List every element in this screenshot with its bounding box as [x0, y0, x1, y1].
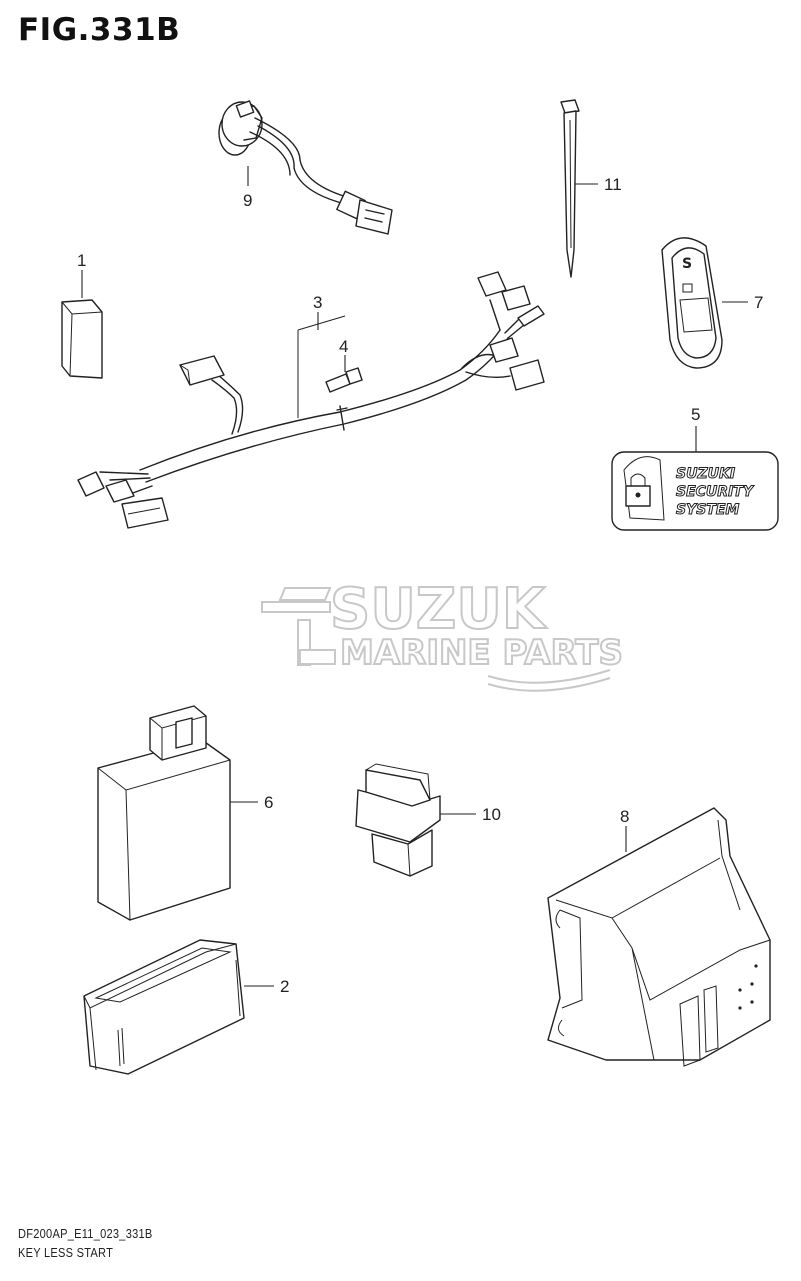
lock-icon	[625, 473, 651, 507]
watermark-line2: MARINE PARTS	[340, 633, 623, 673]
callout-10: 10	[482, 805, 501, 824]
part-9-sensor-lead	[218, 100, 393, 235]
part-10-switch	[355, 763, 441, 877]
callout-1: 1	[77, 251, 86, 270]
callout-4: 4	[339, 337, 348, 356]
watermark-line1: SUZUK	[330, 577, 548, 642]
callout-11: 11	[604, 175, 622, 194]
figure-title: FIG.331B	[18, 12, 181, 48]
callout-6: 6	[264, 793, 273, 812]
part-2-case	[83, 939, 245, 1075]
callout-3: 3	[313, 293, 322, 312]
callout-8: 8	[620, 807, 629, 826]
emblem-line2: SECURITY	[676, 484, 755, 500]
callout-2: 2	[280, 977, 289, 996]
callout-9: 9	[243, 191, 252, 210]
footer-figure-code: DF200AP_E11_023_331B	[18, 1226, 153, 1241]
part-8-bracket	[547, 807, 771, 1067]
part-5-security-emblem: SUZUKI SECURITY SYSTEM	[611, 451, 779, 531]
callout-7: 7	[754, 293, 763, 312]
part-11-cable-tie	[560, 99, 580, 278]
callout-5: 5	[691, 405, 700, 424]
part-7-key-fob: S	[661, 237, 723, 369]
part-3-wire-harness	[77, 271, 545, 529]
watermark: SUZUK MARINE PARTS	[261, 576, 624, 692]
part-1-label	[61, 299, 103, 379]
footer-figure-name: KEY LESS START	[18, 1245, 114, 1260]
emblem-line3: SYSTEM	[676, 502, 739, 518]
emblem-line1: SUZUKI	[676, 466, 735, 482]
part-6-control-module	[97, 705, 231, 921]
suzuki-logo-icon: S	[682, 256, 692, 272]
